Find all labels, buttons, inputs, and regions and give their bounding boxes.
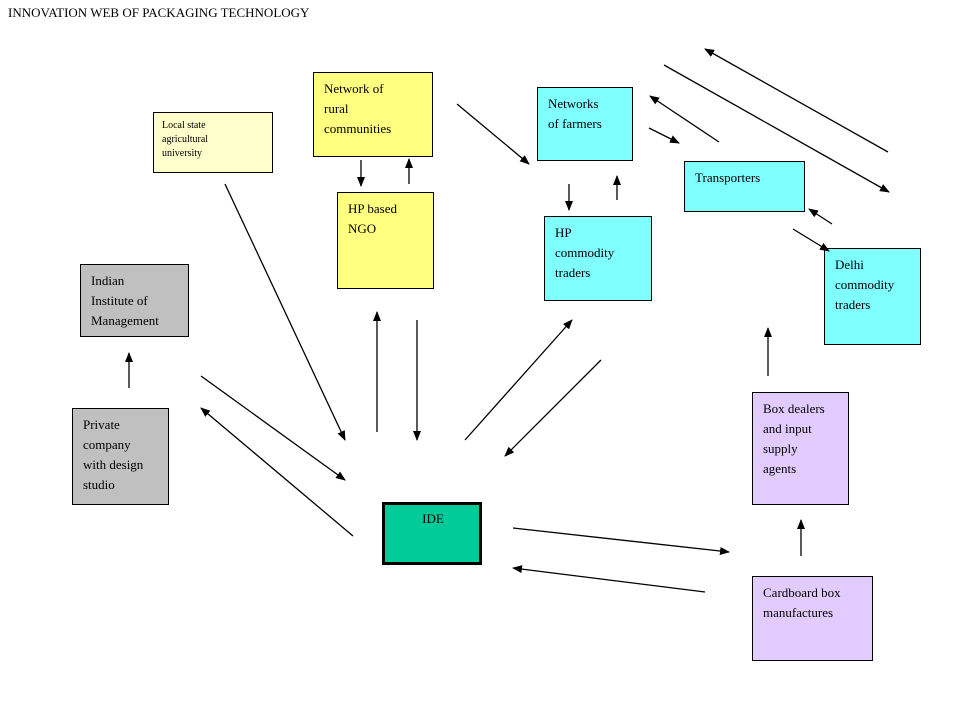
arrow-transporters-to-farmers: [649, 95, 720, 143]
diagram-title: INNOVATION WEB OF PACKAGING TECHNOLOGY: [8, 5, 310, 20]
node-ide: IDE: [382, 502, 482, 565]
arrow-delhi-to-farmers: [704, 48, 889, 153]
arrow-university-to-ide: [224, 183, 346, 441]
arrow-rural-to-farmers: [456, 103, 530, 165]
node-box-dealers: Box dealers and input supply agents: [752, 392, 849, 505]
node-transporters: Transporters: [684, 161, 805, 212]
arrow-delhi-to-transporters: [808, 208, 833, 225]
arrow-ide-to-hptraders: [464, 319, 573, 441]
arrow-transporters-to-delhi: [792, 228, 830, 252]
arrow-hptraders-to-ide: [504, 359, 602, 457]
node-hp-ngo: HP based NGO: [337, 192, 434, 289]
node-private-company: Private company with design studio: [72, 408, 169, 505]
node-cardboard: Cardboard box manufactures: [752, 576, 873, 661]
node-hp-traders: HP commodity traders: [544, 216, 652, 301]
arrow-company-to-ide: [200, 375, 346, 481]
arrow-cardboard-to-ide: [512, 565, 706, 593]
node-networks-farmers: Networks of farmers: [537, 87, 633, 161]
arrow-farmers-to-transporters: [648, 127, 680, 144]
node-local-university: Local state agricultural university: [153, 112, 273, 173]
node-rural-communities: Network of rural communities: [313, 72, 433, 157]
arrow-farmers-to-delhi: [663, 64, 890, 193]
node-delhi-traders: Delhi commodity traders: [824, 248, 921, 345]
arrow-ide-to-cardboard: [512, 527, 730, 555]
node-iim: Indian Institute of Management: [80, 264, 189, 337]
arrow-ide-to-company: [200, 407, 354, 537]
